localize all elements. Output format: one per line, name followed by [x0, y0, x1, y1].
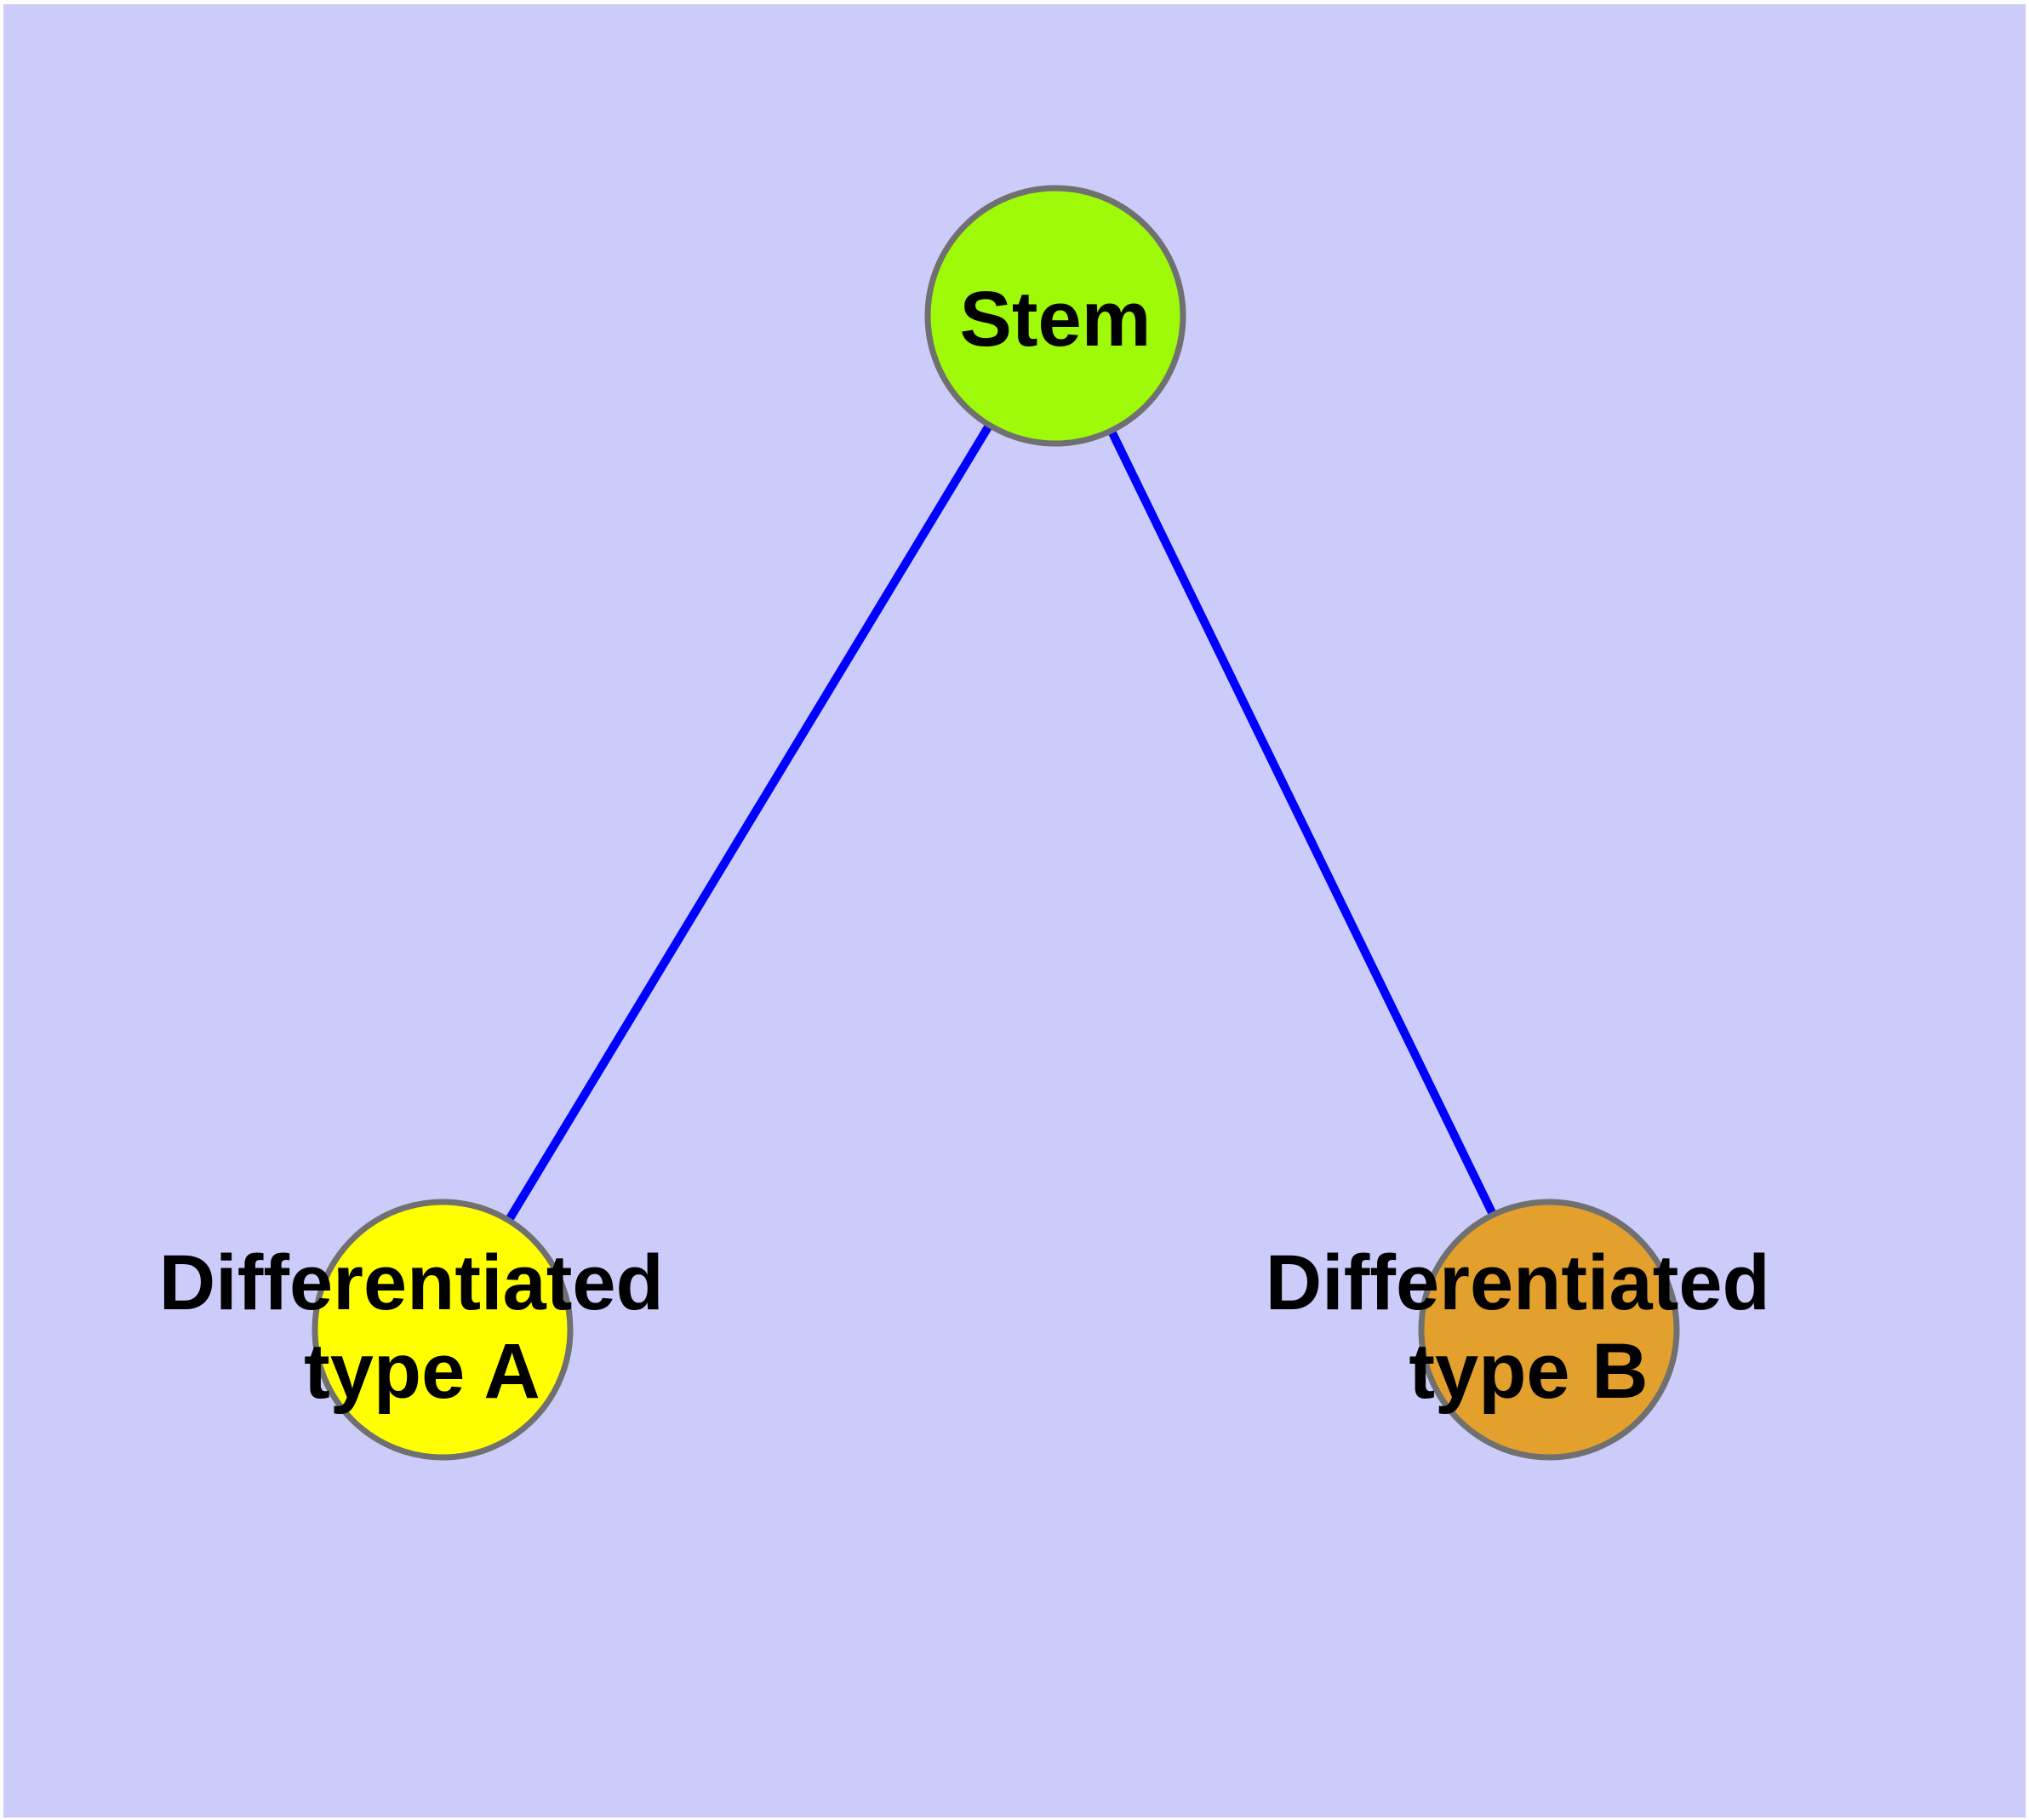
node-label-differentiated-type-b: Differentiated type B	[1266, 1239, 1792, 1415]
node-circle-stem[interactable]	[924, 185, 1186, 447]
edge-stem-to-differentiated-type-a[interactable]	[505, 422, 993, 1223]
node-circle-differentiated-type-a[interactable]	[311, 1199, 574, 1461]
edge-stem-to-differentiated-type-b[interactable]	[1107, 428, 1497, 1217]
labels-group: Stem Differentiated type A Differentiate…	[159, 276, 1792, 1415]
nodes-group	[311, 185, 1680, 1461]
node-differentiated-type-a[interactable]	[311, 1199, 574, 1461]
node-differentiated-type-b[interactable]	[1418, 1199, 1680, 1461]
node-label-stem: Stem	[960, 276, 1152, 363]
edges-group	[505, 422, 1497, 1223]
node-circle-differentiated-type-b[interactable]	[1418, 1199, 1680, 1461]
node-stem[interactable]	[924, 185, 1186, 447]
node-label-differentiated-type-a: Differentiated type A	[159, 1239, 686, 1415]
